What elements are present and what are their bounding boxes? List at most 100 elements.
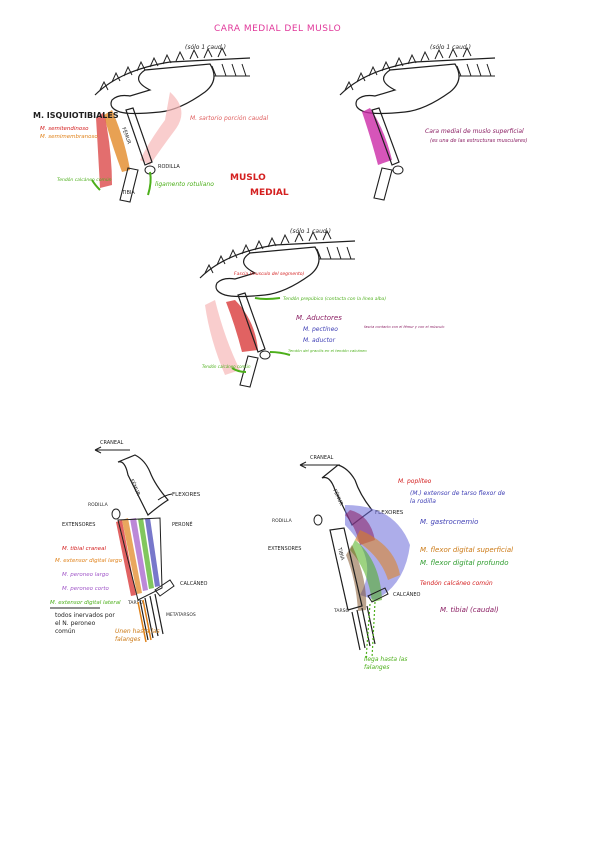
tendon-green: [91, 179, 101, 191]
calcaneo-label: CALCÁNEO: [393, 591, 421, 598]
muscle-item-4: M. peroneo corto: [62, 586, 110, 592]
sartorio-label: M. sartorio porción caudal: [190, 115, 269, 122]
figure-thigh-aductores: (sólo 1 caud.) Fascia (musculo del segme…: [199, 228, 444, 388]
flexor-superficial-orange: [355, 530, 400, 580]
metatarsal-tendons: [137, 599, 152, 643]
aductores-group-label: M. Aductores: [296, 314, 342, 322]
femur-bone: [237, 292, 266, 353]
femur-bone: [117, 454, 169, 516]
muscle-item-1: M. poplíteo: [398, 478, 432, 485]
innervation-note: todos inervados por el N. peroneo común: [55, 612, 115, 635]
spine-outline: [339, 57, 496, 96]
tibia-bone: [239, 355, 259, 388]
femur-label: FÉMUR: [128, 477, 143, 497]
section-title-line1: MUSLO: [230, 173, 266, 183]
metatarsal-bones: [351, 605, 376, 651]
extensores-label: EXTENSORES: [268, 546, 301, 552]
isquiotibiales-item-1: M. semitendinoso: [40, 126, 89, 132]
falanges-note: llega hasta las falanges: [364, 656, 407, 671]
superficial-note-line2: (es una de las estructuras musculares): [430, 138, 528, 144]
ligament-green: [147, 171, 152, 196]
figure-leg-extensores: CRANEAL FÉMUR FLEXORES RODILLA EXTENSORE…: [50, 440, 208, 643]
muscle-item-1: M. tibial craneal: [62, 546, 106, 552]
aductores-item-1: M. pectíneo: [303, 326, 338, 333]
spine-outline: [199, 240, 356, 279]
figure-leg-flexores: CRANEAL FÉMUR FLEXORES RODILLA EXTENSORE…: [268, 455, 513, 671]
sartorius-muscle: [140, 92, 182, 165]
tibia-label: TIBIA: [336, 546, 346, 561]
superficial-muscle-magenta: [362, 108, 392, 165]
spine-note: (sólo 1 caud.): [290, 228, 331, 235]
tendon-label: Tendón calcáneo común: [57, 176, 112, 183]
isquiotibiales-title: M. ISQUIOTIBIALES: [33, 111, 119, 120]
metatarsos-label: METATARSOS: [166, 612, 196, 618]
muscle-item-5: M. flexor digital profundo: [420, 559, 509, 567]
muscle-item-2: M. extensor digital largo: [55, 558, 123, 564]
gracilis-tendon-green: [269, 351, 291, 356]
metatarsal-bones: [139, 593, 164, 641]
rodilla-label: RODILLA: [88, 502, 109, 508]
vertebrae-spines: [99, 46, 227, 91]
muscle-item-6: Tendón calcáneo común: [420, 580, 493, 587]
flexores-arrow: [157, 493, 173, 501]
tibia-bone: [119, 167, 139, 203]
calcaneal-tendon-green: [231, 367, 247, 373]
fascia-label: Fascia (musculo del segmento): [234, 271, 304, 277]
muscle-item-3: M. peroneo largo: [62, 572, 109, 578]
muscle-bundle-red: [116, 520, 136, 596]
calcaneus-bone: [154, 579, 175, 597]
isquiotibiales-item-2: M. semimembranoso: [40, 134, 98, 140]
calcaneo-label: CALCÁNEO: [180, 580, 208, 587]
calcaneal-tendon-label: Tendón calcáneo común: [202, 364, 251, 369]
flexor-deep-green: [350, 540, 382, 602]
extensores-label: EXTENSORES: [62, 522, 95, 528]
tarso-label: TARSO: [127, 600, 143, 606]
aductores-side-note: fascia contacto con el fémur y con el mú…: [364, 325, 444, 329]
flexores-label: FLEXORES: [375, 510, 404, 516]
femur-bone: [125, 107, 153, 166]
muscle-item-7: M. tibial (caudal): [440, 606, 499, 614]
gracilis-tendon-label: Tendón del gracilis en el tendón calcáne…: [288, 348, 367, 353]
perone-label: PERONÉ: [172, 520, 192, 528]
ligamento-label: ligamento rotuliano: [155, 181, 214, 188]
vertebrae-spines: [344, 46, 472, 91]
aductores-item-2: M. aductor: [303, 337, 336, 344]
patella: [111, 508, 121, 520]
sacral-vertebrae: [211, 63, 250, 77]
muscle-bundle-purple: [130, 518, 148, 591]
rodilla-label: RODILLA: [272, 518, 293, 524]
rodilla-label: RODILLA: [158, 164, 180, 170]
figure-thigh-superficial: (sólo 1 caud.) Cara medial de muslo supe…: [339, 44, 528, 201]
muscle-item-3: M. gastrocnemio: [420, 518, 478, 526]
tibia-bone: [373, 167, 393, 201]
muscle-item-2: (M.) extensor de tarso flexor de la rodi…: [410, 490, 505, 505]
pelvis-outline: [215, 246, 320, 298]
muscle-bundle-green: [138, 518, 154, 589]
femur-label: FÉMUR: [331, 487, 346, 507]
muscle-bundle-orange: [122, 518, 142, 594]
tarso-label: TARSO: [333, 608, 349, 614]
muscle-item-5: M. extensor digital lateral: [50, 600, 121, 606]
patella: [392, 165, 404, 175]
section-title-line2: MEDIAL: [250, 188, 289, 198]
femur-bone: [371, 107, 400, 166]
gracilis-muscle-pink: [205, 300, 240, 375]
spine-outline: [94, 57, 251, 96]
spine-note: (sólo 1 caud.): [185, 44, 226, 51]
patella: [259, 350, 271, 360]
page-title: CARA MEDIAL DEL MUSLO: [214, 24, 341, 34]
muscle-bundle-blue: [145, 518, 160, 587]
superficial-note-line1: Cara medial de muslo superficial: [425, 128, 524, 135]
leg-outline: [117, 517, 163, 601]
spine-note: (sólo 1 caud.): [430, 44, 471, 51]
craneal-label: CRANEAL: [310, 455, 334, 461]
sacral-vertebrae: [456, 63, 495, 77]
flexores-label: FLEXORES: [172, 492, 201, 498]
muscle-item-4: M. flexor digital superficial: [420, 546, 513, 554]
semitendinosus-muscle: [96, 112, 112, 188]
prepubic-tendon-green: [254, 297, 281, 300]
pelvis-outline: [110, 63, 215, 115]
digital-tendons-green: [365, 601, 376, 661]
